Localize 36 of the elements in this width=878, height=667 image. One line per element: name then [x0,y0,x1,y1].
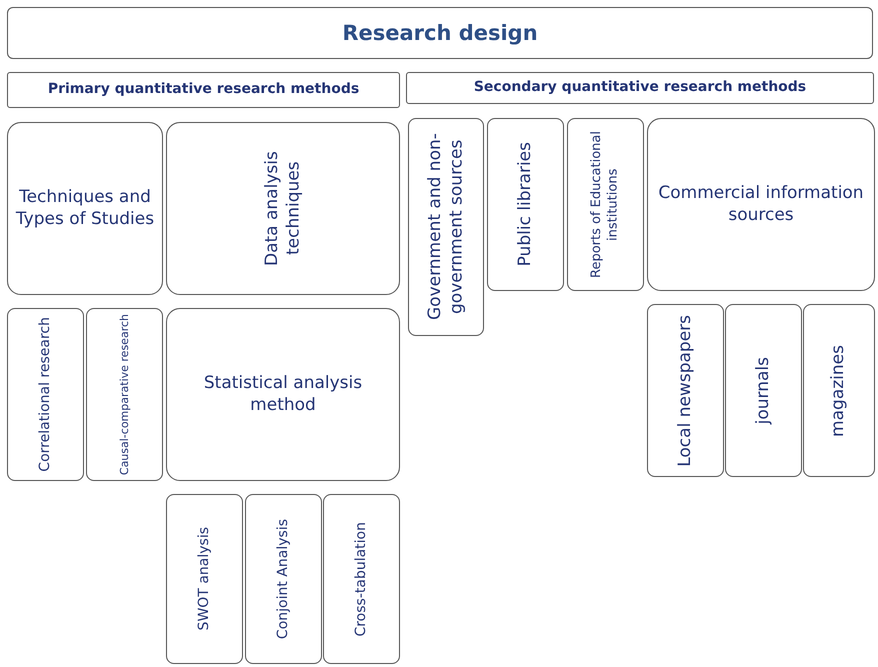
box-label-vertical: magazines [827,344,850,438]
box-label: Research design [341,20,539,47]
category-box [245,494,322,664]
title-bar [7,7,873,59]
box-label-vertical: Government and non-government sources [424,132,467,322]
category-box [166,308,400,481]
box-label: Statistical analysis method [202,372,364,416]
box-label-vertical: Public libraries [514,141,536,269]
category-box [166,494,243,664]
category-box [7,122,163,295]
category-box [567,118,644,291]
category-box [408,118,484,336]
box-label-vertical: SWOT analysis [194,526,213,633]
box-label-vertical: Cross-tabulation [352,520,370,638]
category-box [487,118,564,291]
category-box [725,304,802,477]
box-label: Techniques and Types of Studies [14,186,156,230]
category-box [7,308,84,481]
section-header [406,72,874,104]
box-label-vertical: journals [752,356,774,427]
category-box [86,308,163,481]
category-box [166,122,400,295]
category-box [647,304,724,477]
category-box [647,118,875,291]
section-header [7,72,400,108]
box-label-vertical: Correlational research [36,316,54,474]
box-label-vertical: Reports of Educational institutions [588,130,622,280]
box-label: Secondary quantitative research methods [472,78,808,98]
box-label-vertical: Conjoint Analysis [274,518,292,642]
box-label-vertical: Local newspapers [674,314,696,468]
box-label-vertical: Causal-comparative research [116,312,132,478]
box-label-vertical: Data analysis techniques [260,150,304,268]
box-label: Primary quantitative research methods [46,80,360,100]
category-box [803,304,875,477]
box-label: Commercial information sources [657,182,865,226]
category-box [323,494,400,664]
